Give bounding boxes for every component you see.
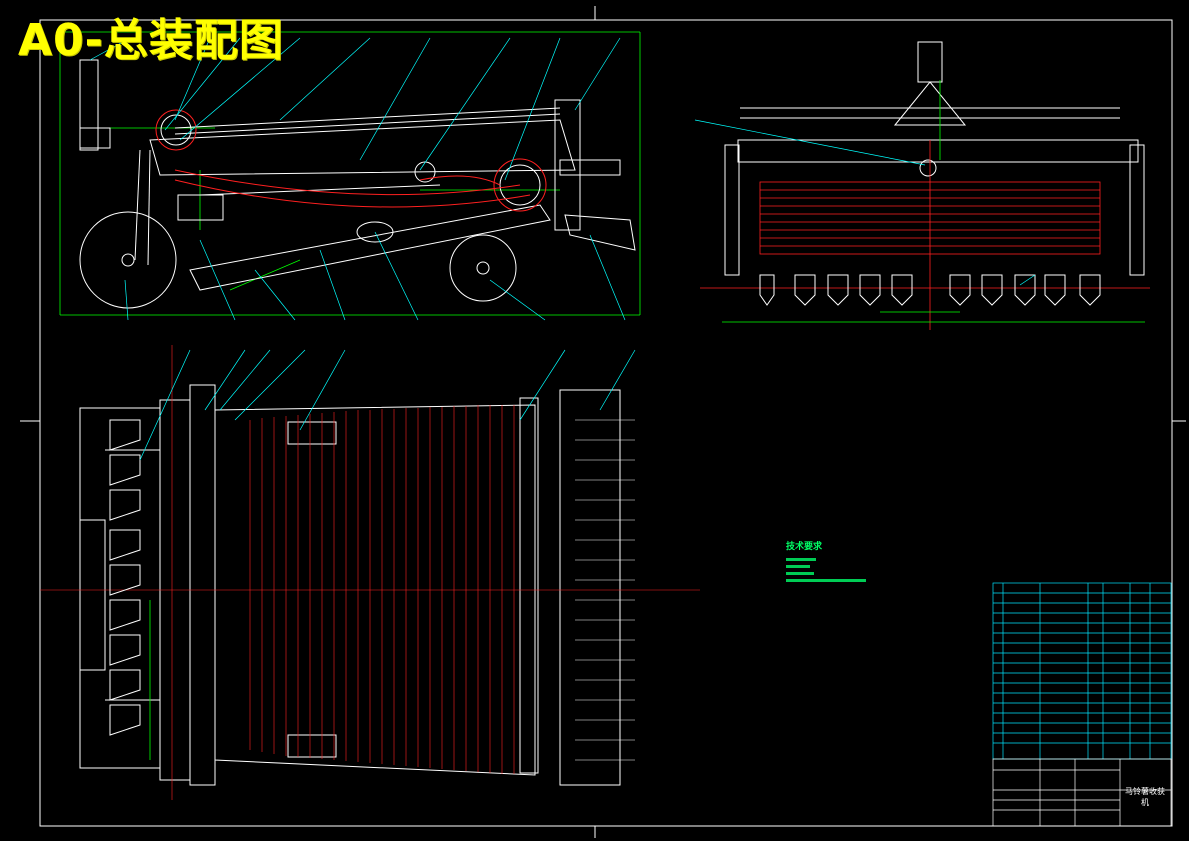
sheet-title: A0-总装配图 [18, 15, 284, 66]
top-frame [79, 384, 621, 786]
side-view-dimensions [59, 31, 641, 316]
side-red-curves [155, 109, 547, 212]
rear-wheel [449, 234, 517, 302]
front-dimensions [722, 80, 1145, 323]
front-shares [759, 274, 1101, 306]
technical-requirements-line [786, 558, 816, 561]
technical-requirements-title: 技术要求 [786, 542, 823, 552]
top-chain-rods [40, 345, 700, 800]
side-view [59, 31, 641, 321]
title-block-machine-name: 马铃薯收获机 [1125, 787, 1165, 807]
sheet-frame [20, 6, 1186, 838]
top-view [40, 345, 700, 800]
technical-requirements: 技术要求 [786, 540, 876, 582]
top-shares [109, 419, 141, 736]
top-leader-lines [139, 349, 636, 461]
top-tines [575, 419, 635, 761]
gauge-wheel [79, 211, 177, 309]
bom-table [992, 582, 1172, 760]
front-hitch [724, 41, 1145, 276]
technical-requirements-line [786, 572, 814, 575]
side-frame-members [79, 59, 636, 291]
front-leader-lines [694, 119, 1036, 286]
side-leader-lines [89, 37, 626, 321]
technical-requirements-line [786, 579, 866, 582]
technical-requirements-line [786, 565, 810, 568]
front-hatch-grid [700, 140, 1150, 330]
front-view [694, 41, 1150, 330]
title-block-grid [992, 758, 1172, 827]
